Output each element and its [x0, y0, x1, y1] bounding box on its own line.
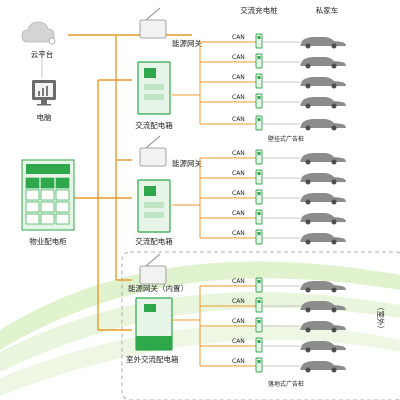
cabinet-cell [55, 189, 70, 201]
cabinet-cell [25, 201, 40, 213]
can-label: CAN [232, 116, 245, 123]
header-cars: 私家车 [316, 5, 339, 15]
can-label: CAN [232, 94, 245, 101]
car-wheel [305, 327, 311, 333]
charger-screen [257, 36, 261, 39]
can-label: CAN [232, 210, 245, 217]
charger-screen [257, 212, 261, 215]
ac-cabinet-outdoor-label: 室外交流配电箱 [126, 354, 179, 364]
wall-ad-pile-label: 壁挂式广告桩 [268, 135, 304, 143]
charger-screen [257, 340, 261, 343]
can-label: CAN [232, 170, 245, 177]
gateway-1-label: 能源网关 [172, 38, 202, 48]
can-label: CAN [232, 278, 245, 285]
outdoor-zone-box [121, 251, 400, 400]
car-wheel [331, 43, 337, 49]
charger-screen [257, 360, 261, 363]
power-bus [68, 34, 192, 331]
cabinet-cell [25, 189, 40, 201]
gateway-1 [139, 7, 167, 39]
car-wheel [305, 199, 311, 205]
car-wheel [331, 367, 337, 373]
charger-screen [257, 56, 261, 59]
car-wheel [331, 63, 337, 69]
charger-screen [257, 280, 261, 283]
car-wheel [331, 103, 337, 109]
cloud-label: 云平台 [31, 49, 54, 59]
car-wheel [331, 287, 337, 293]
car-wheel [305, 239, 311, 245]
charger-screen [257, 172, 261, 175]
charger-screen [257, 118, 261, 121]
car-wheel [331, 219, 337, 225]
gateway-3-label: 能源网关（内置） [128, 283, 188, 293]
ac-cabinet-2 [137, 179, 171, 233]
car-wheel [331, 159, 337, 165]
can-label: CAN [232, 74, 245, 81]
charger-screen [257, 232, 261, 235]
car-wheel [331, 347, 337, 353]
car-wheel [305, 179, 311, 185]
can-label: CAN [232, 54, 245, 61]
property-cabinet-label: 物业配电柜 [29, 236, 67, 246]
can-label: CAN [232, 150, 245, 157]
car-wheel [331, 239, 337, 245]
cabinet-cell [40, 189, 55, 201]
ac-cabinet-2-label: 交流配电箱 [135, 236, 173, 246]
car-wheel [305, 125, 311, 131]
cabinet-cell [25, 177, 40, 189]
gateway-2 [139, 135, 167, 167]
property-cabinet-icon [21, 159, 75, 231]
car-wheel [305, 43, 311, 49]
can-label: CAN [232, 338, 245, 345]
cabinet-cell [55, 213, 70, 225]
charger-screen [257, 192, 261, 195]
cabinet-cell [25, 213, 40, 225]
car-wheel [305, 219, 311, 225]
outdoor-label: （室外） [376, 303, 386, 333]
charger-branches: CAN CAN CAN CAN CAN CAN CAN CAN CAN CAN CAN CAN CAN C… [172, 33, 346, 373]
charger-screen [257, 320, 261, 323]
car-wheel [305, 307, 311, 313]
gateway-3 [139, 253, 167, 285]
car-wheel [331, 125, 337, 131]
car-wheel [305, 347, 311, 353]
car-wheel [305, 83, 311, 89]
computer-label: 电脑 [37, 112, 52, 122]
can-label: CAN [232, 358, 245, 365]
car-wheel [305, 103, 311, 109]
ac-cabinet-1 [137, 61, 171, 115]
can-label: CAN [232, 190, 245, 197]
cabinet-cell [40, 201, 55, 213]
can-label: CAN [232, 318, 245, 325]
cabinet-cell [40, 213, 55, 225]
cabinet-cell [55, 201, 70, 213]
header-chargers: 交流充电桩 [240, 5, 278, 15]
cabinet-cell [55, 177, 70, 189]
cloud-icon [21, 21, 56, 45]
floor-ad-pile-label: 落地式广告桩 [268, 380, 304, 388]
car-wheel [305, 159, 311, 165]
car-wheel [331, 307, 337, 313]
can-label: CAN [232, 34, 245, 41]
charger-screen [257, 96, 261, 99]
car-wheel [331, 179, 337, 185]
car-wheel [305, 63, 311, 69]
ac-cabinet-outdoor [135, 297, 173, 351]
car-wheel [331, 83, 337, 89]
computer-icon [32, 80, 56, 106]
charger-screen [257, 300, 261, 303]
car-wheel [331, 327, 337, 333]
ac-cabinet-1-label: 交流配电箱 [135, 120, 173, 130]
charger-screen [257, 152, 261, 155]
can-label: CAN [232, 298, 245, 305]
can-label: CAN [232, 230, 245, 237]
cabinet-cell [40, 177, 55, 189]
charger-screen [257, 76, 261, 79]
car-wheel [305, 367, 311, 373]
gateway-2-label: 能源网关 [172, 158, 202, 168]
car-wheel [305, 287, 311, 293]
car-wheel [331, 199, 337, 205]
